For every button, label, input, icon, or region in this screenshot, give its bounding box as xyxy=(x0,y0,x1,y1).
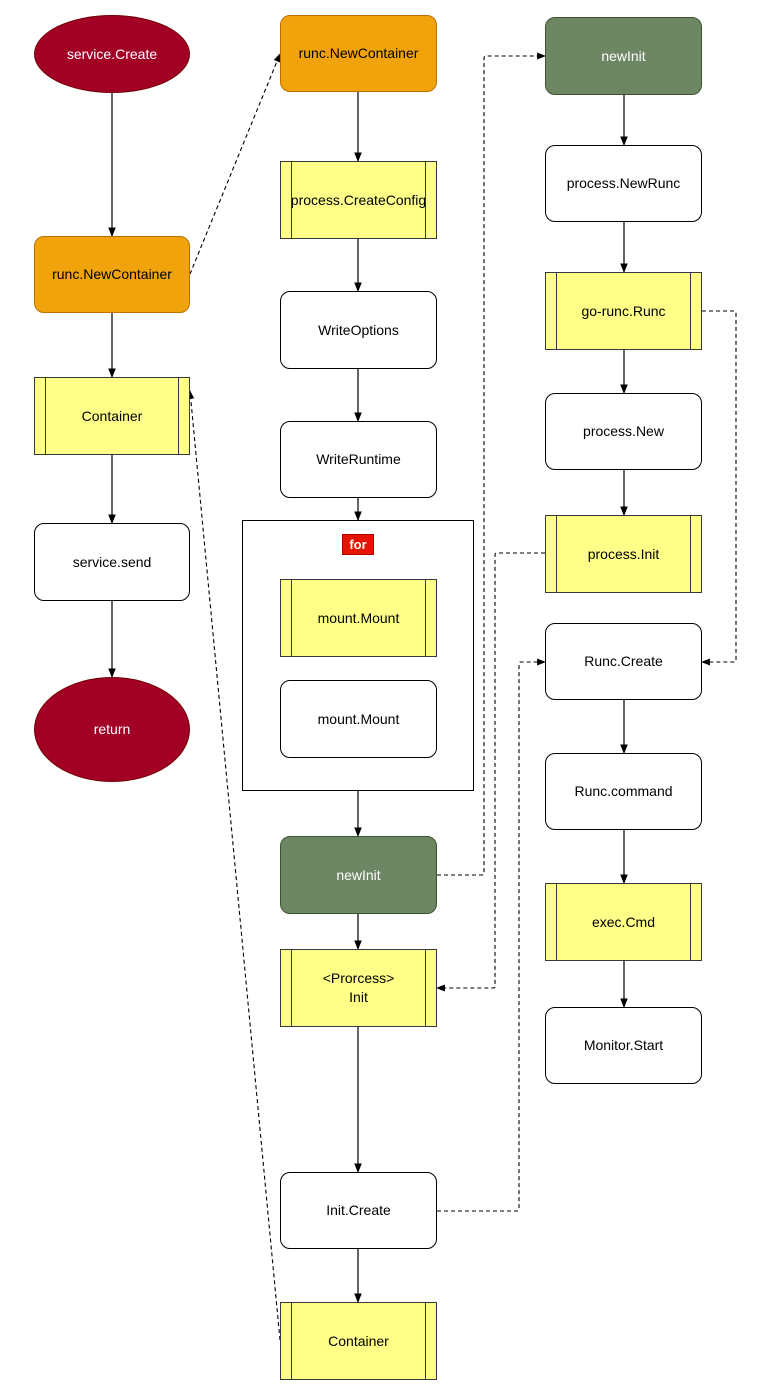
runc-create-node: Runc.Create xyxy=(545,623,702,700)
exec-cmd-node: exec.Cmd xyxy=(545,883,702,961)
newinit-node-right: newInit xyxy=(545,17,702,95)
go-runc-runc-node: go-runc.Runc xyxy=(545,272,702,350)
service-send-node: service.send xyxy=(34,523,190,601)
init-create-node: Init.Create xyxy=(280,1172,437,1249)
for-label: for xyxy=(342,534,374,555)
monitor-start-node: Monitor.Start xyxy=(545,1007,702,1084)
edge-dashed-container-bottom-to-left xyxy=(187,390,281,1341)
edge-dashed-init-create-to-runc-create xyxy=(437,658,546,1212)
edge-dashed-left-to-mid-newcontainer xyxy=(189,53,281,275)
process-init-node-right: process.Init xyxy=(545,515,702,593)
return-node: return xyxy=(34,677,190,782)
writeruntime-node: WriteRuntime xyxy=(280,421,437,498)
process-new-node: process.New xyxy=(545,393,702,470)
mount-mount-node-2: mount.Mount xyxy=(280,680,437,758)
edge-dashed-newinit-to-right-newinit xyxy=(437,52,546,876)
container-node-left: Container xyxy=(34,377,190,455)
runc-newcontainer-node-left: runc.NewContainer xyxy=(34,236,190,313)
process-init-node-mid: <Prorcess> Init xyxy=(280,949,437,1027)
edge-dashed-gorunc-to-runc-create xyxy=(701,310,737,666)
runc-command-node: Runc.command xyxy=(545,753,702,830)
runc-newcontainer-node-mid: runc.NewContainer xyxy=(280,15,437,92)
service-create-node: service.Create xyxy=(34,15,190,93)
edge-dashed-process-init-to-mid-init xyxy=(436,552,545,992)
container-node-bottom: Container xyxy=(280,1302,437,1380)
process-newrunc-node: process.NewRunc xyxy=(545,145,702,222)
mount-mount-node-1: mount.Mount xyxy=(280,579,437,657)
writeoptions-node: WriteOptions xyxy=(280,291,437,369)
process-createconfig-node: process.CreateConfig xyxy=(280,161,437,239)
newinit-node-mid: newInit xyxy=(280,836,437,914)
